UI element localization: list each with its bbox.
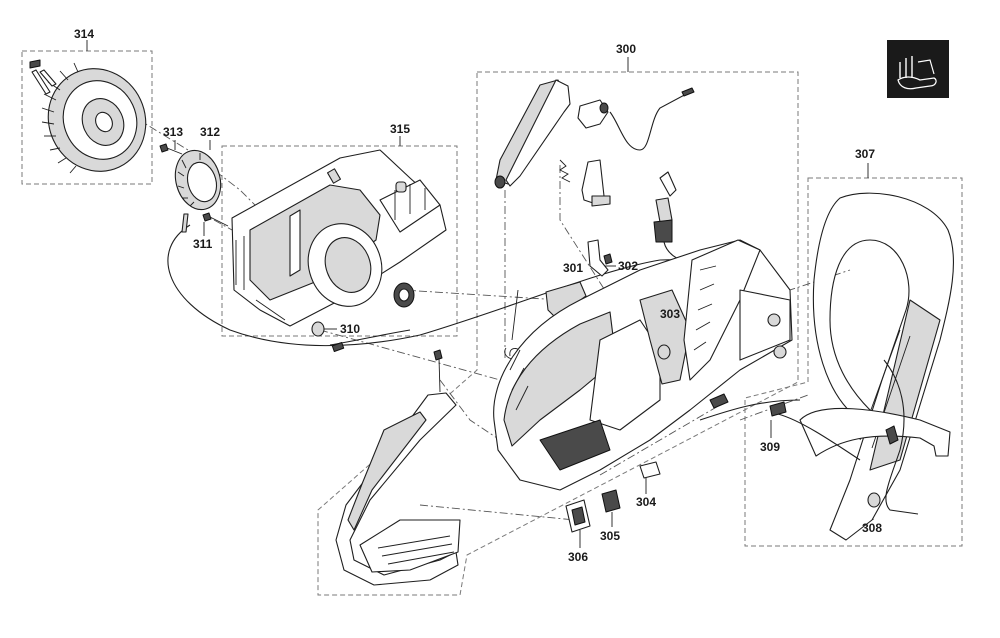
box-307 (744, 177, 963, 547)
front-guard (335, 349, 461, 586)
lock-lever (581, 159, 611, 207)
screw-311 (202, 212, 229, 227)
button-301 (587, 239, 609, 277)
callout-312: 312 (200, 125, 220, 139)
switch-lever (577, 87, 695, 151)
callout-315: 315 (390, 122, 410, 136)
screw-313 (159, 143, 183, 155)
callout-314: 314 (74, 27, 94, 41)
callout-309: 309 (760, 440, 780, 454)
switch-cover-305 (601, 489, 621, 513)
main-housing (493, 239, 801, 491)
trigger-handle-300 (494, 79, 571, 189)
fan-ring-312 (174, 149, 222, 233)
callout-304: 304 (636, 495, 656, 509)
callout-306: 306 (568, 550, 588, 564)
lubrication-hand-icon (887, 40, 949, 98)
motor-housing-315 (231, 149, 447, 337)
callout-310: 310 (340, 322, 360, 336)
impeller-fan-314 (29, 59, 147, 174)
callout-labels: 314 313 312 311 315 310 300 301 302 303 … (74, 27, 882, 564)
spring (559, 159, 571, 183)
callout-307: 307 (855, 147, 875, 161)
callout-303: 303 (660, 307, 680, 321)
switch-part-304 (639, 461, 661, 479)
callout-301: 301 (563, 261, 583, 275)
callout-302: 302 (618, 259, 638, 273)
callout-305: 305 (600, 529, 620, 543)
callout-308: 308 (862, 521, 882, 535)
box-315 (221, 145, 458, 337)
front-handle-307 (769, 192, 954, 541)
switch-cap-306 (565, 499, 591, 533)
callout-300: 300 (616, 42, 636, 56)
callout-311: 311 (193, 237, 213, 251)
callout-313: 313 (163, 125, 183, 139)
